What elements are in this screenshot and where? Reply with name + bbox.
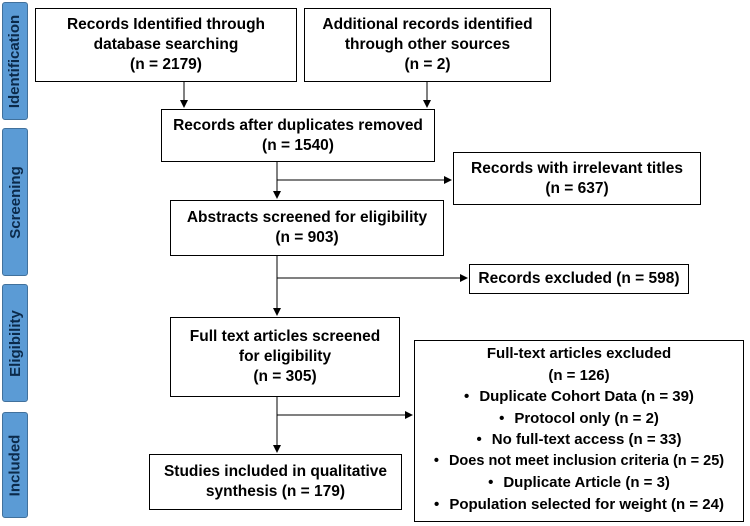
database-search-count: (n = 2179) — [130, 56, 202, 73]
box-records-excluded: Records excluded (n = 598) — [469, 264, 689, 294]
irrelevant-titles-count: (n = 637) — [545, 179, 609, 197]
box-database-search: Records Identified through database sear… — [35, 8, 297, 82]
phase-identification: Identification — [2, 2, 28, 120]
phase-eligibility: Eligibility — [2, 284, 28, 402]
records-excluded-line1: Records excluded (n = 598) — [478, 270, 680, 287]
after-duplicates-count: (n = 1540) — [262, 136, 334, 154]
other-sources-count: (n = 2) — [404, 56, 451, 73]
full-text-excluded-count: (n = 126) — [548, 366, 610, 384]
other-sources-line1: Additional records identified — [322, 16, 533, 33]
box-abstracts-screened: Abstracts screened for eligibility (n = … — [170, 200, 444, 256]
exclusion-reason: Duplicate Cohort Data (n = 39) — [415, 386, 743, 408]
abstracts-screened-count: (n = 903) — [275, 229, 339, 246]
box-full-text-excluded: Full-text articles excluded (n = 126) Du… — [414, 340, 744, 522]
exclusion-reasons-list: Duplicate Cohort Data (n = 39) Protocol … — [415, 386, 743, 515]
exclusion-reason: Population selected for weight (n = 24) — [415, 494, 743, 516]
exclusion-reason: No full-text access (n = 33) — [415, 429, 743, 451]
full-text-screened-count: (n = 305) — [253, 368, 317, 385]
exclusion-reason-text: Duplicate Article (n = 3) — [503, 474, 670, 491]
other-sources-line2: through other sources — [344, 36, 511, 53]
box-after-duplicates: Records after duplicates removed (n = 15… — [161, 109, 435, 162]
database-search-line1: Records Identified through — [66, 16, 266, 33]
phase-included: Included — [2, 412, 28, 518]
abstracts-screened-line1: Abstracts screened for eligibility — [186, 209, 428, 226]
full-text-excluded-title: Full-text articles excluded — [486, 345, 672, 362]
exclusion-reason: Does not meet inclusion criteria (n = 25… — [415, 451, 743, 473]
exclusion-reason-text: Duplicate Cohort Data (n = 39) — [479, 388, 694, 405]
box-irrelevant-titles: Records with irrelevant titles (n = 637) — [453, 152, 701, 205]
after-duplicates-line1: Records after duplicates removed — [173, 116, 423, 134]
irrelevant-titles-line1: Records with irrelevant titles — [471, 159, 683, 177]
exclusion-reason-text: No full-text access (n = 33) — [491, 431, 682, 448]
exclusion-reason-text: Population selected for weight (n = 24) — [449, 495, 724, 513]
box-full-text-screened: Full text articles screened for eligibil… — [170, 317, 400, 397]
box-other-sources: Additional records identified through ot… — [304, 8, 551, 82]
phase-screening: Screening — [2, 128, 28, 276]
studies-included-line1: Studies included in qualitative — [163, 463, 388, 480]
exclusion-reason: Duplicate Article (n = 3) — [415, 472, 743, 494]
studies-included-line2: synthesis (n = 179) — [205, 483, 346, 500]
exclusion-reason: Protocol only (n = 2) — [415, 408, 743, 430]
exclusion-reason-text: Does not meet inclusion criteria (n = 25… — [448, 452, 725, 469]
exclusion-reason-text: Protocol only (n = 2) — [514, 409, 659, 427]
box-studies-included: Studies included in qualitative synthesi… — [149, 454, 402, 510]
full-text-screened-line1: Full text articles screened — [189, 328, 381, 345]
full-text-screened-line2: for eligibility — [238, 348, 332, 365]
database-search-line2: database searching — [93, 36, 239, 53]
